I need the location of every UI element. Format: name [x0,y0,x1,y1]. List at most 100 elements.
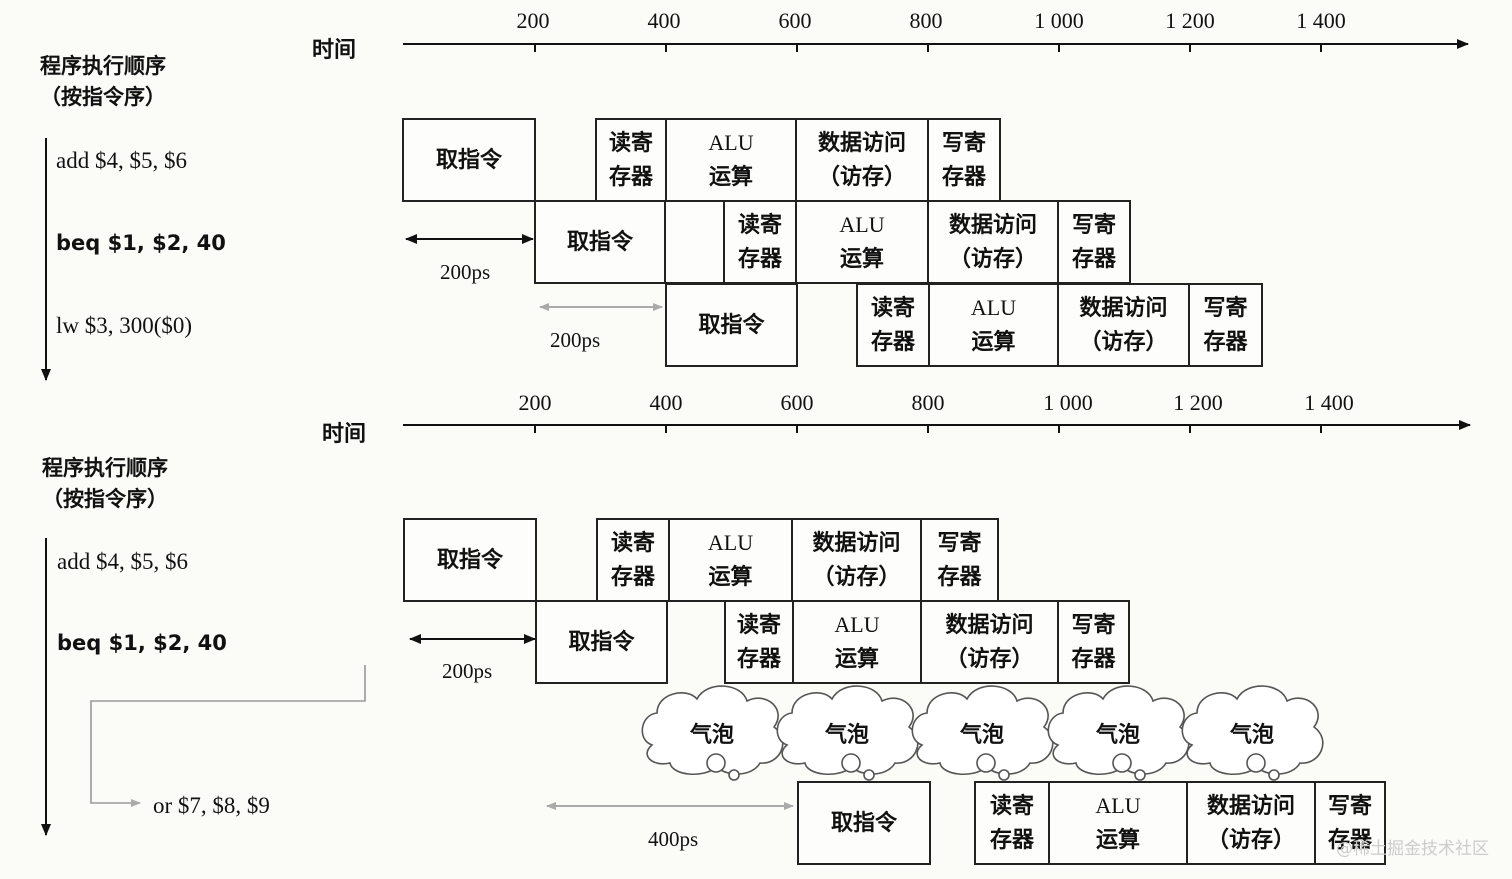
stage-alu-line2: 运算 [834,646,879,672]
instruction-bottom-or: or $7, $8, $9 [153,793,270,818]
watermark: @稀土掘金技术社区 [1336,839,1489,859]
program-order-title-line2: （按指令序） [40,84,166,109]
stage-mem-line2: （访存） [817,164,906,190]
tick-label-bottom-1000: 1 000 [1043,390,1093,415]
instruction-top-lw: lw $3, 300($0) [56,313,193,338]
stage-fetch: 取指令 [535,600,668,684]
stage-fetch: 取指令 [797,781,931,865]
stage-mem: 数据访问（访存） [791,518,922,602]
program-order-title-line2: （按指令序） [42,486,168,511]
tick-label-top-600: 600 [778,8,812,33]
stage-reg-write: 写寄存器 [927,118,1001,202]
branch-path [90,665,366,807]
stage-reg-write-line1: 写寄 [1071,612,1116,638]
stage-alu-line2: 运算 [708,164,753,190]
bubble-label: 气泡 [959,722,1005,748]
stage-reg-write-line1: 写寄 [941,130,986,156]
tick-label-top-1000: 1 000 [1034,8,1084,33]
delay-label-bottom-2: 400ps [648,827,699,851]
stage-fetch-label: 取指令 [435,146,502,173]
stage-alu-line1: ALU [707,530,754,555]
stage-reg-read: 读寄存器 [856,283,930,367]
stage-mem: 数据访问（访存） [927,200,1059,284]
bubble-label: 气泡 [1229,722,1275,748]
stage-mem-line2: （访存） [812,564,901,590]
stage-alu-line2: 运算 [839,246,884,272]
delay-label-top-2: 200ps [550,328,601,352]
stage-reg-read: 读寄存器 [596,518,670,602]
tick-label-top-1200: 1 200 [1165,8,1215,33]
stage-reg-read: 读寄存器 [723,200,797,284]
instruction-top-beq: beq $1, $2, 40 [56,231,226,255]
stage-alu: ALU 运算 [1048,781,1188,865]
stage-mem-line2: （访存） [945,646,1034,672]
tick-label-top-400: 400 [647,8,681,33]
stage-reg-write-line1: 写寄 [937,530,982,556]
bubble-cloud-3 [911,685,1054,781]
time-label-top: 时间 [312,37,357,63]
tick-label-bottom-200: 200 [518,390,552,415]
bubble-cloud-2 [776,685,919,781]
stage-reg-write-line2: 存器 [941,164,986,190]
program-order-title-bottom: 程序执行顺序 （按指令序） [42,452,168,514]
stage-mem-line2: （访存） [1206,827,1295,853]
stage-reg-write-line1: 写寄 [1071,212,1116,238]
time-label-bottom: 时间 [322,421,367,447]
stage-reg-read-line2: 存器 [737,246,782,272]
stage-reg-write-line2: 存器 [937,564,982,590]
stage-reg-read-line1: 读寄 [737,212,782,238]
instruction-bottom-add: add $4, $5, $6 [57,549,188,574]
stage-reg-read: 读寄存器 [724,600,794,684]
stage-alu-line1: ALU [970,295,1017,320]
stage-alu: ALU 运算 [668,518,793,602]
tick-label-top-200: 200 [516,8,550,33]
stage-mem-line2: （访存） [1079,329,1168,355]
program-order-title-line1: 程序执行顺序 [40,53,166,78]
stage-fetch: 取指令 [402,118,536,202]
stage-alu-line1: ALU [839,212,885,237]
stage-reg-read-line2: 存器 [608,164,653,190]
stage-alu-line1: ALU [1095,793,1141,818]
tick-label-bottom-1400: 1 400 [1304,390,1354,415]
stage-reg-read: 读寄存器 [974,781,1050,865]
stage-reg-write-line2: 存器 [1071,246,1116,272]
stage-alu-line2: 运算 [971,329,1016,355]
tick-label-bottom-800: 800 [911,390,945,415]
tick-label-top-1400: 1 400 [1296,8,1346,33]
bubble-cloud-1 [641,685,784,781]
stage-reg-read-line2: 存器 [610,564,655,590]
stage-fetch-label: 取指令 [436,546,503,573]
stage-reg-write-line2: 存器 [1327,827,1372,853]
tick-label-bottom-400: 400 [649,390,683,415]
stage-alu: ALU 运算 [792,600,922,684]
stage-fetch-label: 取指令 [568,628,635,655]
stage-empty [664,200,725,284]
stage-mem: 数据访问（访存） [1186,781,1316,865]
stage-alu-line2: 运算 [1095,827,1140,853]
stage-mem: 数据访问（访存） [1057,283,1190,367]
stage-reg-write: 写寄存器 [920,518,999,602]
time-axis-bottom-ticks [534,425,1322,433]
stage-mem-line2: （访存） [948,246,1037,272]
stage-alu-line1: ALU [708,130,754,155]
stage-fetch: 取指令 [665,283,798,367]
stage-reg-write-line1: 写寄 [1327,793,1372,819]
stage-reg-write: 写寄存器 [1314,781,1386,865]
stage-fetch-label: 取指令 [830,809,897,836]
stage-alu: ALU 运算 [795,200,929,284]
stage-reg-read-line2: 存器 [870,329,915,355]
delay-label-bottom-1: 200ps [442,659,493,683]
bubble-label: 气泡 [689,722,735,748]
tick-label-top-800: 800 [909,8,943,33]
bubble-cloud-4 [1047,685,1190,781]
stage-reg-write: 写寄存器 [1057,200,1131,284]
stage-reg-read-line1: 读寄 [989,793,1034,819]
stage-reg-read-line1: 读寄 [610,530,655,556]
stage-alu-line1: ALU [834,612,880,637]
stage-reg-read-line1: 读寄 [870,295,915,321]
stage-alu: ALU 运算 [928,283,1059,367]
stage-reg-write-line1: 写寄 [1203,295,1248,321]
stage-mem: 数据访问（访存） [795,118,929,202]
stage-alu-line2: 运算 [708,564,753,590]
